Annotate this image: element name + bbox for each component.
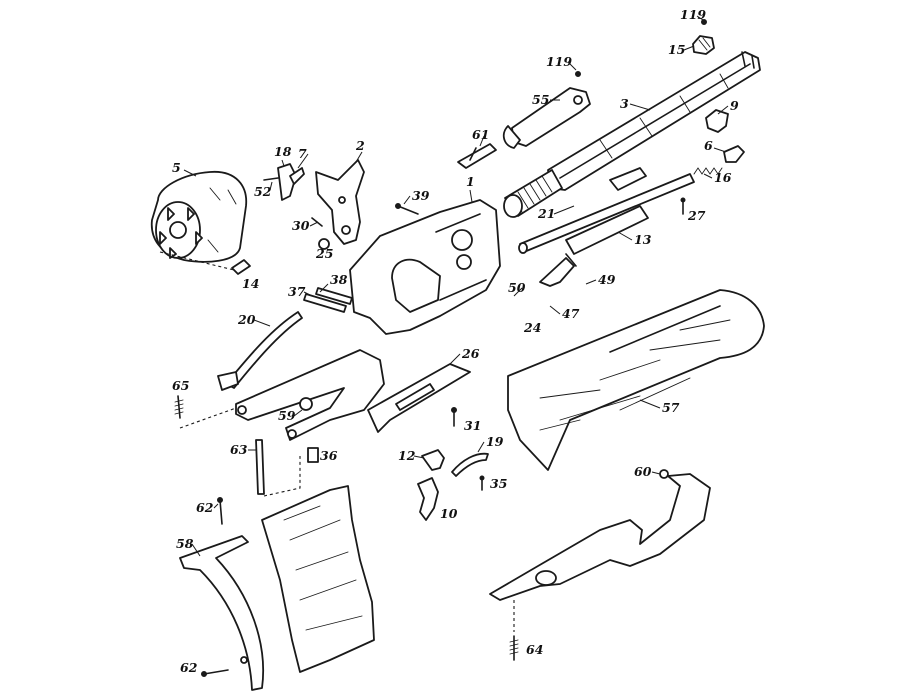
callout-39: 39	[412, 188, 430, 203]
part-16-spring	[693, 167, 723, 175]
part-63-rod	[255, 439, 301, 497]
callout-9: 9	[730, 98, 739, 113]
part-grip-panel	[261, 485, 375, 673]
callout-63: 63	[230, 442, 248, 457]
callout-20: 20	[237, 312, 256, 327]
part-9-front-sight	[705, 109, 729, 133]
part-14-nipple	[159, 251, 251, 275]
callout-58: 58	[176, 536, 194, 551]
part-18-7-bolt-hand	[277, 163, 305, 201]
leader-lines	[183, 15, 729, 557]
part-37-38-screws	[303, 287, 353, 313]
part-65-screw	[174, 395, 237, 429]
callout-59: 59	[278, 408, 296, 423]
callout-55: 55	[532, 92, 549, 107]
callout-6: 6	[704, 138, 713, 153]
part-57-forestock	[507, 289, 765, 471]
callout-119: 119	[546, 54, 572, 69]
callout-7: 7	[298, 146, 307, 161]
callout-57: 57	[662, 400, 680, 415]
callout-65: 65	[172, 378, 189, 393]
callout-26: 26	[461, 346, 480, 361]
callout-14: 14	[242, 276, 259, 291]
callout-30: 30	[292, 218, 310, 233]
callout-27: 27	[687, 208, 706, 223]
callout-50: 50	[508, 280, 526, 295]
callout-61: 61	[472, 127, 489, 142]
callout-25: 25	[315, 246, 333, 261]
part-62-screw-upper	[217, 497, 223, 525]
part-59-nut	[299, 397, 313, 411]
part-15-rear-sight	[692, 35, 715, 55]
callout-18: 18	[274, 144, 292, 159]
part-58-backstrap	[179, 535, 264, 691]
callout-36: 36	[320, 448, 338, 463]
part-60-loading-lever	[489, 469, 711, 601]
callout-3: 3	[620, 96, 629, 111]
callout-64: 64	[526, 642, 543, 657]
callout-10: 10	[440, 506, 458, 521]
callout-5: 5	[172, 160, 181, 175]
part-36-screw	[307, 447, 319, 463]
callout-37: 37	[288, 284, 306, 299]
callout-47: 47	[562, 306, 580, 321]
part-6-plunger	[723, 145, 745, 163]
callout-24: 24	[523, 320, 541, 335]
callout-38: 38	[330, 272, 348, 287]
callout-13: 13	[634, 232, 652, 247]
part-52-screw	[263, 177, 279, 181]
callout-15: 15	[668, 42, 685, 57]
callout-1: 1	[466, 174, 475, 189]
part-119-screw-top	[701, 19, 707, 25]
part-25-nut	[318, 238, 330, 250]
part-61-lever-latch	[457, 143, 497, 169]
part-12-trigger-spring	[421, 449, 445, 471]
part-2-hammer	[315, 159, 365, 245]
part-21-ejector-rod	[518, 167, 695, 254]
callout-12: 12	[398, 448, 416, 463]
callout-2: 2	[355, 138, 365, 153]
callout-49: 49	[598, 272, 616, 287]
part-27-pin	[680, 197, 686, 215]
callout-52: 52	[254, 184, 272, 199]
callout-62-lower: 62	[180, 660, 198, 675]
part-5-cylinder	[150, 171, 248, 263]
callout-60: 60	[634, 464, 652, 479]
part-3-barrel	[503, 51, 761, 218]
callout-35: 35	[490, 476, 507, 491]
part-10-trigger	[417, 477, 439, 521]
part-35-screw	[479, 475, 485, 491]
part-1-frame	[349, 199, 501, 335]
part-64-screw	[509, 600, 519, 661]
part-19-bolt-spring	[451, 452, 489, 477]
part-55-rammer-lever-link	[502, 87, 591, 149]
part-26-trigger-guard-plate	[367, 363, 471, 433]
callout-16: 16	[714, 170, 732, 185]
part-13-frame-link	[539, 205, 649, 287]
callout-31: 31	[464, 418, 481, 433]
part-62-screw-lower	[201, 669, 229, 677]
part-39-screw	[395, 203, 419, 215]
part-frame-lower-strap	[235, 349, 385, 441]
part-119-screw	[575, 71, 581, 77]
callout-21: 21	[537, 206, 555, 221]
callout-labels: 119 15 119 55 3 9 61 6 16 18 7 2 5 52 1 …	[172, 7, 739, 675]
callout-62-upper: 62	[196, 500, 214, 515]
part-31-screw	[451, 407, 457, 427]
part-20-mainspring	[217, 311, 303, 391]
callout-19: 19	[486, 434, 504, 449]
